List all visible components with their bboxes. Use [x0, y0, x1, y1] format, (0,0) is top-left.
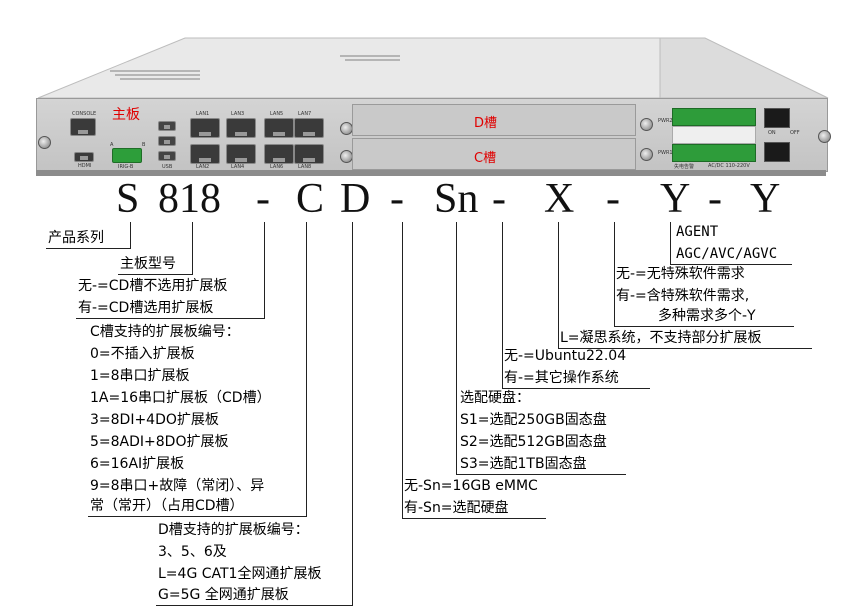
usb-port-3[interactable] [158, 151, 176, 161]
x-option-annotation: L=凝思系统，不支持部分扩展板 [560, 330, 762, 346]
lan5-port[interactable] [264, 118, 294, 138]
lan1-label: LAN1 [196, 111, 210, 117]
usb-label: USB [162, 164, 173, 170]
c-slot-line-2: 0=不插入扩展板 [90, 346, 195, 362]
d-slot-line-2: 3、5、6及 [158, 544, 227, 560]
ssd-line-4: S3=选配1TB固态盘 [460, 456, 587, 472]
code-y2: Y [750, 176, 781, 222]
irig-a-label: A [110, 142, 114, 148]
d-slot-line-4: G=5G 全网通扩展板 [158, 587, 289, 603]
code-s: S [116, 176, 140, 222]
c-slot-line-1: C槽支持的扩展板编号： [90, 324, 240, 340]
pwr1-terminal[interactable] [672, 144, 756, 162]
ssd-line-3: S2=选配512GB固态盘 [460, 434, 607, 450]
psu-label-plate [672, 126, 756, 144]
power-switch-1[interactable] [764, 142, 790, 162]
code-dash-1: - [256, 176, 270, 222]
lan7-port[interactable] [294, 118, 324, 138]
c-slot-line-7: 6=16AI扩展板 [90, 456, 185, 472]
code-y1: Y [660, 176, 691, 222]
lan2-label: LAN2 [196, 164, 210, 170]
code-dash-4: - [606, 176, 620, 222]
hdmi-port[interactable] [74, 152, 94, 162]
lan8-label: LAN8 [298, 164, 312, 170]
software-line-3: 多种需求多个-Y [658, 308, 756, 324]
d-slot-label: D槽 [474, 116, 498, 131]
console-label: CONSOLE [72, 111, 97, 117]
chassis-top [37, 37, 829, 99]
screw-right-icon [818, 130, 831, 143]
screw-left-icon [38, 136, 51, 149]
os-line-1: 无-=Ubuntu22.04 [504, 348, 627, 364]
c-slot-line-8: 9=8串口+故障（常闭）、异 [90, 478, 265, 494]
switch-on-label: ON [768, 130, 776, 136]
code-dash-2: - [390, 176, 404, 222]
irig-b-connector[interactable] [112, 148, 142, 163]
software-line-2: 有-=含特殊软件需求, [616, 288, 750, 304]
lan3-port[interactable] [226, 118, 256, 138]
lan6-port[interactable] [264, 144, 294, 164]
lan4-port[interactable] [226, 144, 256, 164]
switch-off-label: OFF [790, 130, 800, 136]
lan6-label: LAN6 [270, 164, 284, 170]
c-slot-label: C槽 [474, 151, 497, 166]
software-line-1: 无-=无特殊软件需求 [616, 266, 745, 282]
lan2-port[interactable] [190, 144, 220, 164]
screw-mid3-icon [640, 118, 653, 131]
d-slot-line-1: D槽支持的扩展板编号： [158, 522, 309, 538]
console-port[interactable] [70, 118, 96, 136]
ssd-line-2: S1=选配250GB固态盘 [460, 412, 607, 428]
cd-slot-line-2: 有-=CD槽选用扩展板 [78, 300, 214, 316]
lan5-label: LAN5 [270, 111, 284, 117]
bottom-edge [36, 170, 826, 176]
code-dash-5: - [708, 176, 722, 222]
c-slot-cover [352, 138, 636, 170]
c-slot-line-6: 5=8ADI+8DO扩展板 [90, 434, 229, 450]
c-slot-line-5: 3=8DI+4DO扩展板 [90, 412, 219, 428]
agent-line-1: AGENT [676, 224, 719, 240]
series-annotation: 产品系列 [48, 230, 104, 246]
usb-port-2[interactable] [158, 136, 176, 146]
hdmi-label: HDMI [78, 163, 92, 169]
power-switch-2[interactable] [764, 108, 790, 128]
c-slot-line-9: 常（常开）（占用CD槽） [90, 498, 244, 514]
pwr2-terminal[interactable] [672, 108, 756, 126]
pwr1-label: PWR1 [658, 150, 673, 156]
code-c: C [296, 176, 325, 222]
cd-slot-line-1: 无-=CD槽不选用扩展板 [78, 278, 228, 294]
c-slot-line-3: 1=8串口扩展板 [90, 368, 190, 384]
alarm-label: 失电告警 [674, 164, 695, 170]
pwr2-label: PWR2 [658, 118, 673, 124]
lan7-label: LAN7 [298, 111, 312, 117]
irig-b-label: B [142, 142, 146, 148]
code-dash-3: - [492, 176, 506, 222]
code-x: X [544, 176, 575, 222]
irig-label: IRIG-B [118, 164, 134, 170]
agent-line-2: AGC/AVC/AGVC [676, 246, 778, 262]
lan4-label: LAN4 [231, 164, 245, 170]
ssd-line-1: 选配硬盘： [460, 390, 530, 406]
lan8-port[interactable] [294, 144, 324, 164]
lan3-label: LAN3 [231, 111, 245, 117]
storage-line-1: 无-Sn=16GB eMMC [404, 478, 538, 494]
d-slot-cover [352, 104, 636, 136]
os-line-2: 有-=其它操作系统 [504, 370, 619, 386]
main-board-label: 主板 [112, 107, 140, 123]
usb-port-1[interactable] [158, 121, 176, 131]
code-818: 818 [158, 176, 221, 222]
lan1-port[interactable] [190, 118, 220, 138]
code-sn: Sn [434, 176, 479, 222]
code-d: D [340, 176, 371, 222]
model-annotation: 主板型号 [120, 256, 176, 272]
device-photo: 主板 CONSOLE HDMI A B IRIG-B USB LAN1 LAN3… [0, 0, 858, 180]
storage-line-2: 有-Sn=选配硬盘 [404, 500, 509, 516]
psu-note-label: AC/DC 110-220V [708, 163, 750, 169]
d-slot-line-3: L=4G CAT1全网通扩展板 [158, 566, 322, 582]
c-slot-line-4: 1A=16串口扩展板（CD槽） [90, 390, 271, 406]
screw-mid4-icon [640, 148, 653, 161]
